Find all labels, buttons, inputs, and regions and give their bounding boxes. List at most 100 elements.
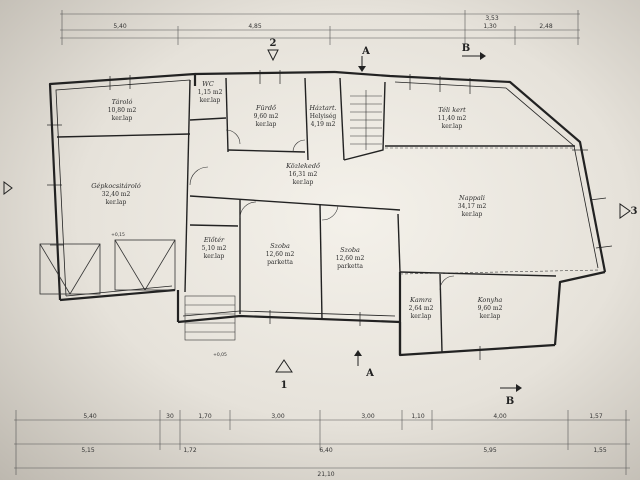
room-telikert: Téli kert 11,40 m2 ker.lap [438, 106, 467, 130]
room-area: 12,60 m2 [336, 255, 365, 262]
room-name: Nappali [458, 194, 485, 202]
room-name: Közlekedő [285, 161, 321, 170]
room-kozlekedo: Közlekedő 16,31 m2 ker.lap [285, 161, 321, 186]
section-marker-a-top: A [358, 46, 370, 72]
dim-top-4: 1,30 [483, 23, 497, 30]
level-entry: +0,05 [213, 352, 227, 358]
room-area: 1,15 m2 [198, 89, 223, 96]
room-area: 10,80 m2 [108, 107, 137, 114]
room-name: Gépkocsitároló [91, 182, 141, 190]
entrance-steps [184, 295, 236, 341]
room-taroló: Tároló 10,80 m2 ker.lap [108, 98, 137, 122]
room-nappali: Nappali 34,17 m2 ker.lap [458, 194, 487, 218]
room-szoba-1: Szoba 12,60 m2 parketta [266, 242, 295, 266]
dim-bottom-7: 4,00 [493, 413, 507, 420]
marker-label: 3 [631, 206, 638, 217]
room-floor: ker.lap [442, 123, 463, 130]
marker-label: A [361, 46, 370, 57]
room-area: 34,17 m2 [458, 203, 487, 210]
room-name: Előtér [203, 235, 225, 244]
room-furdo: Fürdő 9,60 m2 ker.lap [254, 103, 279, 128]
room-kamra: Kamra 2,64 m2 ker.lap [409, 296, 434, 320]
dim-top-2: 4,85 [248, 23, 262, 30]
room-floor: ker.lap [256, 121, 277, 128]
dim-bottom-row2-2: 1,72 [183, 447, 197, 454]
garage-doors [39, 239, 176, 295]
room-area: 16,31 m2 [289, 171, 318, 178]
dim-bottom-row2-4: 5,95 [483, 447, 497, 454]
dim-bottom-8: 1,57 [589, 413, 603, 420]
dim-bottom-5: 3,00 [361, 413, 375, 420]
dim-bottom-6: 1,10 [411, 413, 425, 420]
dim-bottom-row2-3: 6,40 [319, 447, 333, 454]
room-area: 9,60 m2 [478, 305, 503, 312]
room-area: 11,40 m2 [438, 115, 467, 122]
section-marker-b-top: B [462, 43, 486, 60]
exterior-walls [48, 70, 607, 357]
section-marker-left [3, 181, 13, 195]
room-name: Konyha [477, 296, 503, 304]
marker-label: B [462, 43, 470, 54]
level-garage: +0,15 [111, 232, 125, 238]
room-floor: parketta [267, 259, 293, 266]
room-area: 2,64 m2 [409, 305, 434, 312]
marker-label: A [365, 368, 374, 379]
room-name: Szoba [270, 242, 290, 250]
dim-top-3: 3,53 [485, 15, 499, 22]
section-marker-a-bottom: A [354, 350, 374, 379]
room-floor: ker.lap [411, 313, 432, 320]
staircase [350, 90, 382, 150]
door-swings [189, 129, 455, 291]
room-konyha: Konyha 9,60 m2 ker.lap [477, 296, 503, 320]
marker-label: 1 [281, 380, 288, 391]
room-floor: ker.lap [293, 179, 314, 186]
windows [47, 70, 613, 360]
dim-bottom-1: 5,40 [83, 413, 97, 420]
dim-bottom-4: 3,00 [271, 413, 285, 420]
room-name: Téli kert [438, 106, 466, 114]
dashed-lines [385, 147, 601, 275]
bottom-dimension-lines [14, 410, 630, 475]
room-floor: ker.lap [106, 199, 127, 206]
section-marker-3: 3 [619, 203, 638, 219]
room-floor: ker.lap [204, 253, 225, 260]
section-marker-1: 1 [275, 359, 293, 391]
dim-bottom-row2-1: 5,15 [81, 447, 95, 454]
room-szoba-2: Szoba 12,60 m2 parketta [336, 246, 365, 270]
interior-walls [56, 77, 575, 353]
room-floor: ker.lap [200, 97, 221, 104]
dim-bottom-total: 21,10 [317, 471, 334, 478]
room-area: 12,60 m2 [266, 251, 295, 258]
room-name: WC [202, 80, 214, 88]
room-area: 9,60 m2 [254, 113, 279, 120]
room-name: Háztart. [308, 104, 336, 112]
room-gepkocsi: Gépkocsitároló 32,40 m2 ker.lap [91, 182, 141, 206]
dim-bottom-row2-5: 1,55 [593, 447, 607, 454]
marker-label: B [506, 396, 514, 407]
room-floor: Helyiség [310, 113, 337, 120]
room-area: 32,40 m2 [102, 191, 131, 198]
room-floor: ker.lap [112, 115, 133, 122]
room-area: 4,19 m2 [311, 121, 336, 128]
room-area: 5,10 m2 [202, 245, 227, 252]
dim-top-5: 2,48 [539, 23, 553, 30]
room-eloter: Előtér 5,10 m2 ker.lap [202, 235, 227, 260]
dim-top-1: 5,40 [113, 23, 127, 30]
room-haztart: Háztart. Helyiség 4,19 m2 [308, 104, 336, 128]
marker-label: 2 [270, 38, 277, 49]
dim-bottom-3: 1,70 [198, 413, 212, 420]
room-name: Fürdő [255, 103, 277, 112]
room-name: Tároló [112, 98, 133, 106]
room-floor: ker.lap [480, 313, 501, 320]
section-marker-b-bottom: B [500, 384, 522, 407]
room-name: Szoba [340, 246, 360, 254]
dim-bottom-2: 30 [166, 413, 174, 420]
room-name: Kamra [409, 296, 432, 304]
room-floor: parketta [337, 263, 363, 270]
section-marker-2: 2 [267, 38, 279, 62]
top-dimension-lines [60, 10, 580, 45]
room-floor: ker.lap [462, 211, 483, 218]
room-wc: WC 1,15 m2 ker.lap [198, 80, 223, 104]
